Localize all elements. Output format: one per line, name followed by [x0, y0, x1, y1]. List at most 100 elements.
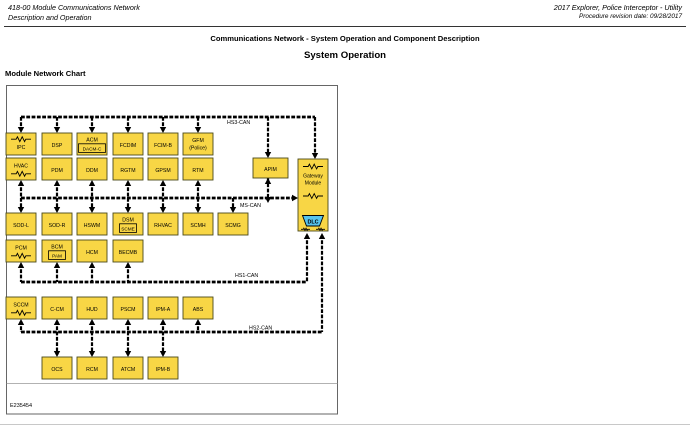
- arrowhead-icon: [88, 127, 96, 133]
- module-rhvac: [147, 212, 179, 236]
- termination-resistor-icon: [11, 170, 31, 178]
- arrowhead-icon: [159, 319, 167, 325]
- module-label: DSM: [122, 218, 134, 224]
- arrowhead-icon: [53, 180, 61, 186]
- module-label: HCM: [86, 250, 98, 256]
- submodule-box: [119, 223, 137, 233]
- submodule-box: [78, 143, 106, 153]
- page-subtitle: Communications Network - System Operatio…: [210, 34, 480, 43]
- termination-resistor-icon: [303, 163, 323, 170]
- module-ipc: [5, 132, 37, 156]
- arrowhead-icon: [159, 207, 167, 213]
- module-label-line2: (Police): [189, 146, 207, 152]
- module-label-line2: Module: [305, 181, 322, 187]
- module-label: SCMH: [190, 223, 206, 229]
- arrowhead-icon: [194, 207, 202, 213]
- module-label: HSWM: [84, 223, 100, 229]
- module-sod-l: [5, 212, 37, 236]
- module-label: RCM: [86, 367, 98, 373]
- module-label: OCS: [51, 367, 63, 373]
- module-sccm: [5, 296, 37, 320]
- arrowhead-icon: [292, 194, 298, 202]
- module-ocs: [41, 356, 73, 380]
- arrowhead-icon: [194, 127, 202, 133]
- arrowhead-icon: [159, 180, 167, 186]
- arrowhead-icon: [17, 127, 25, 133]
- doc-subsection: Description and Operation: [8, 13, 92, 22]
- module-label: SOD-R: [49, 223, 66, 229]
- module-label: DSP: [52, 143, 63, 149]
- arrowhead-icon: [159, 127, 167, 133]
- module-label: FCIM-B: [154, 143, 172, 149]
- module-label: GFM: [192, 138, 204, 144]
- termination-resistor-icon: [11, 252, 31, 260]
- chart-heading: Module Network Chart: [5, 69, 86, 78]
- module-dsp: [41, 132, 73, 156]
- module-fcdim: [112, 132, 144, 156]
- module-label: ATCM: [121, 367, 135, 373]
- arrowhead-icon: [124, 351, 132, 357]
- arrowhead-icon: [194, 319, 202, 325]
- module-label: SOD-L: [13, 223, 29, 229]
- arrowhead-icon: [88, 207, 96, 213]
- module-label: APIM: [264, 167, 277, 173]
- module-label: RTM: [192, 168, 203, 174]
- arrowhead-icon: [53, 127, 61, 133]
- arrowhead-icon: [124, 319, 132, 325]
- doc-section: 418-00 Module Communications Network: [8, 3, 140, 12]
- arrowhead-icon: [53, 262, 61, 268]
- module-c-cm: [41, 296, 73, 320]
- module-pdm: [41, 157, 73, 181]
- arrowhead-icon: [264, 178, 272, 184]
- module-fcim-b: [147, 132, 179, 156]
- module-hud: [76, 296, 108, 320]
- module-label: C-CM: [50, 307, 64, 313]
- figure-id-label: E235454: [10, 403, 32, 409]
- module-gpsm: [147, 157, 179, 181]
- module-atcm: [112, 356, 144, 380]
- module-hcm: [76, 239, 108, 263]
- arrowhead-icon: [229, 207, 237, 213]
- arrowhead-icon: [264, 197, 272, 203]
- module-label: ACM: [86, 138, 98, 144]
- module-scmh: [182, 212, 214, 236]
- module-abs: [182, 296, 214, 320]
- arrowhead-icon: [124, 127, 132, 133]
- dlc-label: DLC: [307, 219, 318, 225]
- arrowhead-icon: [159, 351, 167, 357]
- arrowhead-icon: [53, 207, 61, 213]
- arrowhead-icon: [124, 180, 132, 186]
- module-label: DDM: [86, 168, 98, 174]
- arrowhead-icon: [311, 153, 319, 159]
- arrowhead-icon: [194, 180, 202, 186]
- arrowhead-icon: [17, 180, 25, 186]
- arrowhead-icon: [53, 351, 61, 357]
- module-gfm: [182, 132, 214, 156]
- arrowhead-icon: [88, 319, 96, 325]
- termination-resistor-icon: [303, 192, 323, 200]
- module-label: HVAC: [14, 164, 28, 170]
- bus-label-hs2-can: HS2-CAN: [249, 326, 272, 332]
- termination-resistor-icon: [301, 227, 310, 232]
- termination-resistor-icon: [11, 135, 31, 143]
- arrowhead-icon: [303, 233, 311, 239]
- arrowhead-icon: [264, 152, 272, 158]
- page-title: System Operation: [303, 50, 387, 61]
- module-hswm: [76, 212, 108, 236]
- termination-resistor-icon: [316, 227, 325, 232]
- arrowhead-icon: [17, 319, 25, 325]
- module-rgtm: [112, 157, 144, 181]
- module-apim: [252, 157, 289, 179]
- module-ddm: [76, 157, 108, 181]
- header-divider: [4, 26, 686, 27]
- module-label: SCCM: [13, 303, 28, 309]
- arrowhead-icon: [17, 207, 25, 213]
- module-label: BCM: [51, 245, 63, 251]
- submodule-label: DACM-C: [83, 146, 102, 151]
- module-label: GPSM: [155, 168, 170, 174]
- arrowhead-icon: [17, 262, 25, 268]
- vehicle-title: 2017 Explorer, Police Interceptor - Util…: [553, 3, 682, 12]
- module-label: SCMG: [225, 223, 241, 229]
- module-label: IPM-A: [156, 307, 171, 313]
- module-label: PSCM: [121, 307, 136, 313]
